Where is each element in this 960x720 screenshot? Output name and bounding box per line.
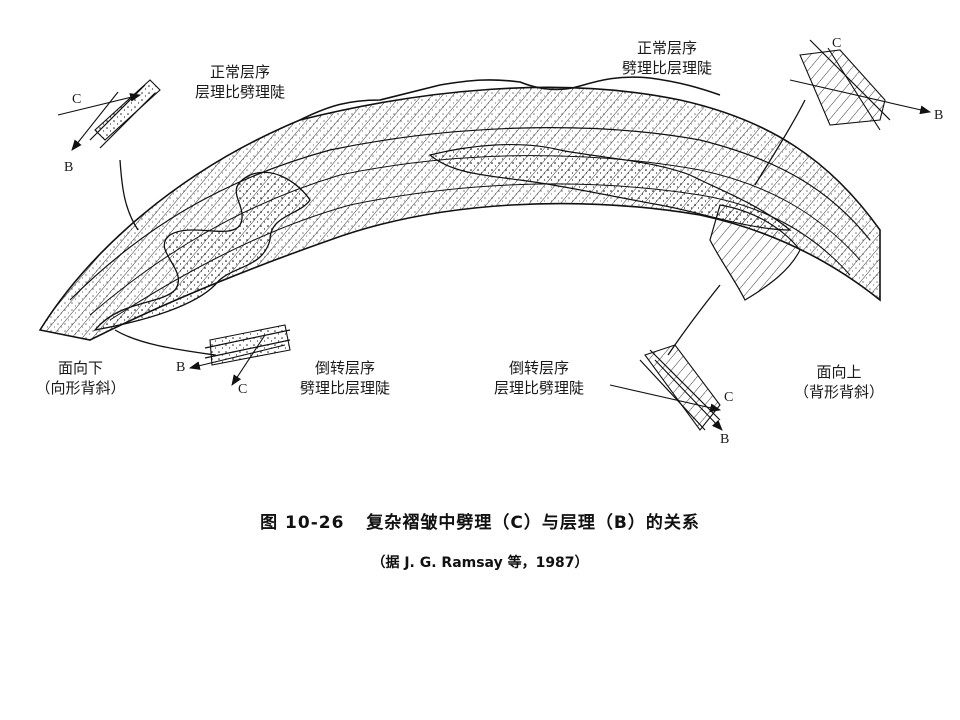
letter-b-upper-right: B	[934, 108, 944, 123]
label-lower-right-face-line2: （背形背斜）	[793, 383, 884, 401]
fold-body	[38, 76, 881, 341]
letter-b-upper-left: B	[64, 160, 74, 175]
label-upper-right-line2: 劈理比层理陡	[621, 59, 712, 77]
letter-c-upper-right: C	[832, 36, 842, 51]
letter-c-lower-right: C	[724, 390, 734, 405]
label-upper-right-line1: 正常层序	[636, 39, 697, 57]
label-lower-right-face-line1: 面向上	[816, 363, 862, 381]
label-lower-right-face: 面向上 （背形背斜）	[784, 362, 894, 402]
label-lower-left-face-line1: 面向下	[57, 359, 103, 377]
letter-c-lower-left: C	[238, 382, 248, 397]
label-upper-left-line2: 层理比劈理陡	[194, 83, 285, 101]
inset-upper-left	[57, 79, 161, 151]
inset-upper-right	[789, 39, 932, 131]
label-upper-left: 正常层序 层理比劈理陡	[190, 62, 290, 102]
label-lower-left-face-line2: （向形背斜）	[35, 379, 126, 397]
figure-caption: 图 10-26 复杂褶皱中劈理（C）与层理（B）的关系	[0, 508, 960, 533]
caption-number: 图 10-26	[260, 513, 345, 533]
inset-lower-left	[188, 324, 291, 386]
label-lower-mid-right: 倒转层序 层理比劈理陡	[484, 358, 594, 398]
letter-c-upper-left: C	[72, 92, 82, 107]
letter-b-lower-left: B	[176, 360, 186, 375]
inset-lower-right	[609, 344, 723, 431]
letter-b-lower-right: B	[720, 432, 730, 447]
figure-source: （据 J. G. Ramsay 等，1987）	[371, 555, 589, 571]
label-lower-mid-left-line1: 倒转层序	[314, 359, 375, 377]
label-upper-left-line1: 正常层序	[209, 63, 270, 81]
label-lower-mid-left: 倒转层序 劈理比层理陡	[290, 358, 400, 398]
caption-title: 复杂褶皱中劈理（C）与层理（B）的关系	[366, 513, 700, 533]
label-lower-mid-right-line2: 层理比劈理陡	[493, 379, 584, 397]
label-upper-right: 正常层序 劈理比层理陡	[612, 38, 722, 78]
label-lower-left-face: 面向下 （向形背斜）	[28, 358, 133, 398]
label-lower-mid-right-line1: 倒转层序	[508, 359, 569, 377]
label-lower-mid-left-line2: 劈理比层理陡	[299, 379, 390, 397]
